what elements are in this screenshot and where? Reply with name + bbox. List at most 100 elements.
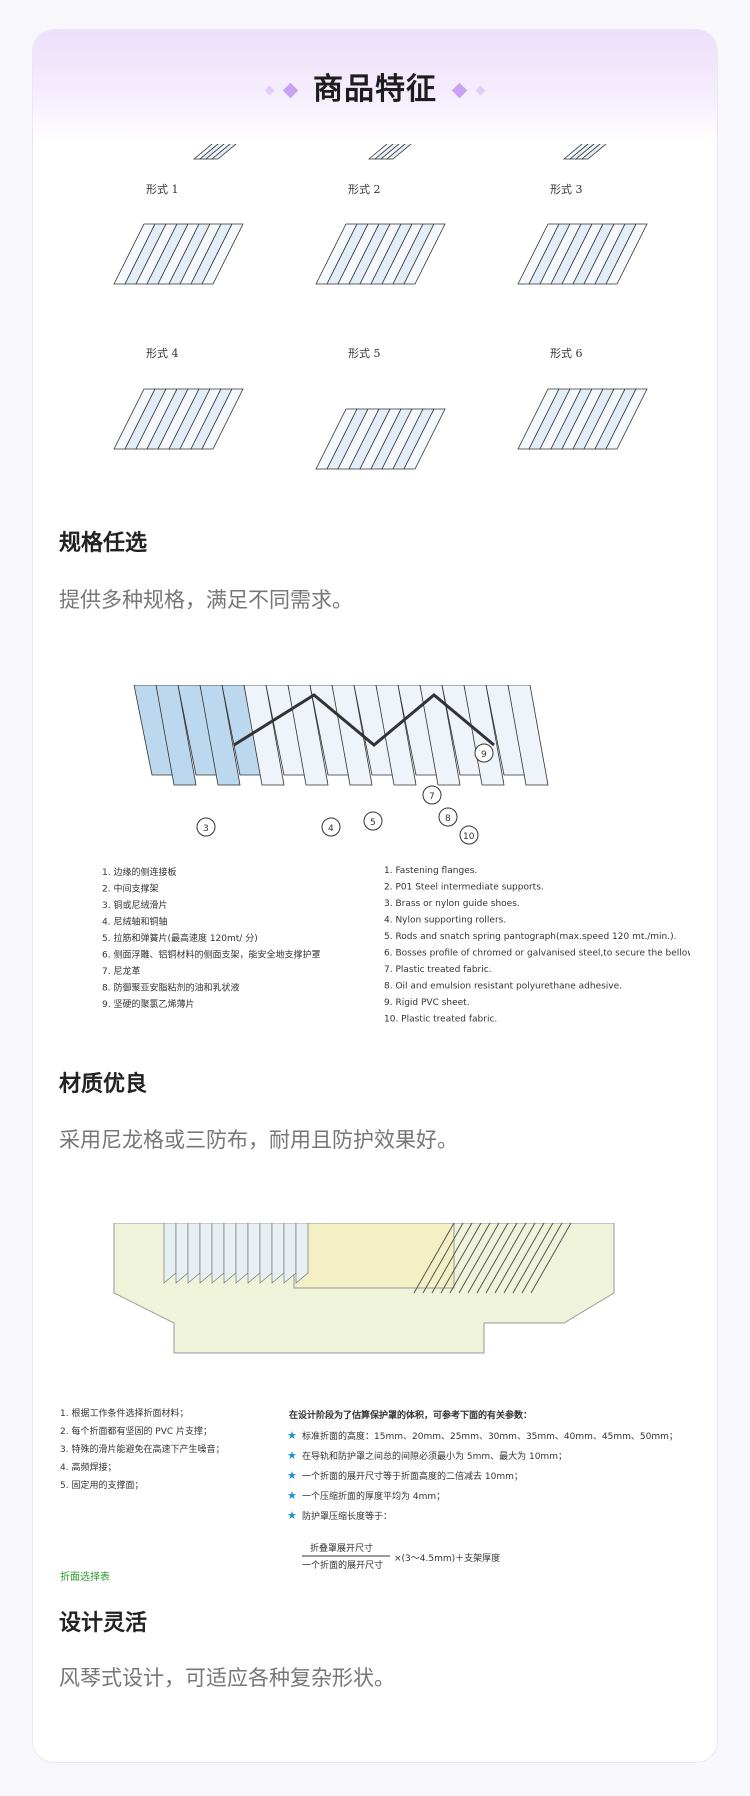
callout-number: 5 (370, 818, 376, 828)
star-icon: ★ (287, 1429, 297, 1442)
star-icon: ★ (287, 1449, 297, 1462)
cn-list-item: 4. 尼绒轴和铜轴 (102, 916, 167, 928)
callout-number: 4 (328, 824, 334, 834)
en-list-item: 9. Rigid PVC sheet. (384, 998, 470, 1008)
feature-list-item: 5. 固定用的支撑面； (60, 1479, 143, 1491)
bellows-fold (485, 1222, 527, 1294)
cn-list-item: 9. 坚硬的聚氯乙烯薄片 (102, 998, 194, 1010)
bellows-fold (199, 1222, 213, 1284)
section-heading: 规格任选 (59, 531, 148, 556)
bellows-fold (605, 223, 648, 285)
param-item: 防护罩压缩长度等于： (302, 1510, 392, 1522)
formula-denominator: 一个折面的展开尺寸 (302, 1559, 383, 1571)
header-band (33, 30, 717, 145)
callout-number: 10 (463, 832, 475, 842)
section-heading: 材质优良 (59, 1072, 148, 1097)
diamond-icon (264, 85, 274, 96)
bellows-fold (259, 1222, 273, 1284)
callout-circle (438, 807, 458, 827)
feature-list-item: 3. 特殊的滑片能避免在高速下产生噪音； (60, 1443, 224, 1455)
formula-tail: ×(3～4.5mm)＋支架厚度 (394, 1552, 500, 1564)
form-label: 形式 4 (146, 347, 179, 360)
bellows-fold (507, 684, 549, 786)
en-list-item: 10. Plastic treated fabric. (384, 1015, 497, 1025)
bellows-parameters-image: 1. 根据工作条件选择折面材料； 2. 每个折面都有坚固的 PVC 片支撑； 3. … (54, 1222, 690, 1585)
bellows-fold (605, 388, 648, 450)
bellows-fold (494, 1222, 536, 1294)
bellows-fold (235, 1222, 249, 1284)
section-description: 提供多种规格，满足不同需求。 (59, 588, 353, 612)
params-intro: 在设计阶段为了估算保护罩的体积，可参考下面的有关参数： (289, 1409, 532, 1421)
section-heading: 设计灵活 (59, 1611, 148, 1636)
section-description: 风琴式设计，可适应各种复杂形状。 (59, 1666, 395, 1690)
bellows-parameters-drawing: 1. 根据工作条件选择折面材料； 2. 每个折面都有坚固的 PVC 片支撑； 3. … (60, 1222, 678, 1583)
callout-number: 9 (481, 750, 487, 760)
bellows-fold (283, 1222, 297, 1284)
param-item: 一个折面的展开尺寸等于折面高度的二倍减去 10mm； (302, 1470, 523, 1482)
feature-list-item: 4. 高频焊接； (60, 1461, 116, 1473)
bellows-fold (201, 223, 244, 285)
form-label: 形式 3 (550, 183, 583, 196)
star-icon: ★ (287, 1509, 297, 1522)
callout-circle (459, 825, 479, 845)
cn-list-item: 2. 中间支撑架 (102, 883, 158, 895)
callout-number: 3 (203, 824, 209, 834)
en-list-item: 4. Nylon supporting rollers. (384, 916, 506, 926)
bellows-fold (476, 1222, 518, 1294)
bellows-fold (440, 1222, 482, 1294)
callout-circle (196, 817, 216, 837)
bellows-fold (163, 1222, 177, 1284)
callout-circle (363, 811, 383, 831)
cn-list-item: 6. 侧面浮雕、铝铜材料的侧面支架，能安全地支撑护罩 (102, 949, 320, 961)
en-list-item: 5. Rods and snatch spring pantograph(max… (384, 932, 676, 942)
callout-circle (474, 743, 494, 763)
section-description: 采用尼龙格或三防布，耐用且防护效果好。 (59, 1128, 458, 1152)
star-icon: ★ (287, 1489, 297, 1502)
bellows-fold (201, 388, 244, 450)
bellows-fold (530, 1222, 572, 1294)
en-list-item: 8. Oil and emulsion resistant polyuretha… (384, 982, 622, 992)
bellows-fold (175, 1222, 189, 1284)
bellows-fold (403, 223, 446, 285)
bellows-fold (223, 1222, 237, 1284)
form-label: 形式 1 (146, 183, 179, 196)
form-label: 形式 5 (348, 347, 381, 360)
bellows-fold (467, 1222, 509, 1294)
bellows-fold (199, 684, 241, 786)
bellows-fold (422, 1222, 464, 1294)
bellows-forms-image: 形式 1 形式 2 形式 3 形式 4 形式 5 形式 6 (54, 133, 690, 505)
feature-list-item: 2. 每个折面都有坚固的 PVC 片支撑； (60, 1425, 212, 1437)
form-label: 形式 6 (550, 347, 583, 360)
bellows-fold (521, 1222, 563, 1294)
form-label: 形式 2 (348, 183, 381, 196)
section-title: 商品特征 (33, 64, 717, 108)
bellows-fold (375, 684, 417, 786)
bellows-fold (271, 1222, 285, 1284)
diamond-icon (452, 82, 468, 99)
cn-list-item: 8. 防御聚亚安脂粘剂的油和乳状液 (102, 982, 239, 994)
en-list-item: 6. Bosses profile of chromed or galvanis… (384, 949, 690, 959)
cn-list-item: 1. 边缘的侧连接板 (102, 866, 176, 878)
diamond-icon (476, 85, 486, 96)
bellows-fold (419, 684, 461, 786)
en-list-item: 7. Plastic treated fabric. (384, 965, 492, 975)
bellows-fold (295, 1222, 309, 1284)
cn-list-item: 5. 拉筋和弹簧片(最高速度 120mt/ 分) (102, 932, 258, 944)
callout-number: 8 (445, 814, 451, 824)
bellows-fold (155, 684, 197, 786)
en-list-item: 2. P01 Steel intermediate supports. (384, 883, 544, 893)
title-text: 商品特征 (313, 72, 437, 107)
bellows-fold (403, 408, 446, 470)
formula-numerator: 折叠罩展开尺寸 (310, 1542, 373, 1554)
bellows-fold (431, 1222, 473, 1294)
callout-number: 7 (429, 792, 435, 802)
callout-circle (422, 785, 442, 805)
param-item: 一个压缩折面的厚度平均为 4mm； (302, 1490, 445, 1502)
bellows-fold (211, 1222, 225, 1284)
fold-selection-table-label: 折面选择表 (60, 1570, 110, 1583)
bellows-fold (243, 684, 285, 786)
feature-list-item: 1. 根据工作条件选择折面材料； (60, 1407, 188, 1419)
product-features-card: 商品特征 形式 1 形式 2 形式 3 形式 4 形式 5 形式 6 规格任选 … (32, 29, 718, 1763)
